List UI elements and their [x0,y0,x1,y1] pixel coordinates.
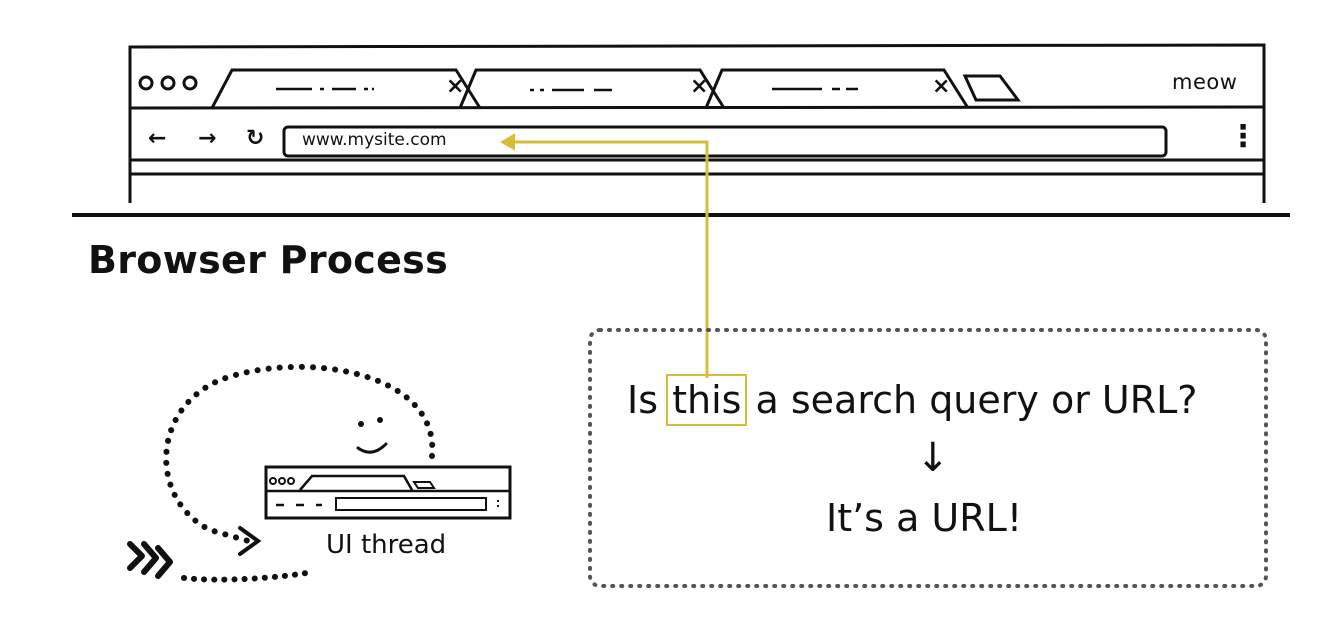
task-chevrons-icon [127,541,173,579]
reload-icon[interactable]: ↻ [246,126,265,151]
question-highlight: this [666,374,748,426]
question-pre: Is [627,378,671,422]
window-dot-2 [160,75,176,91]
section-heading: Browser Process [88,238,449,282]
down-arrow-icon: ↓ [916,435,950,481]
ui-thread-label: UI thread [326,530,447,560]
decision-answer: It’s a URL! [826,496,1023,540]
address-bar-value[interactable]: www.mysite.com [302,130,447,150]
connector-line [514,140,709,378]
tab-1-close-icon[interactable]: × [446,74,465,99]
tab-2[interactable] [458,68,726,109]
profile-label: meow [1172,70,1238,94]
browser-menu-icon[interactable]: ⋮ [1228,119,1258,154]
loop-arrowhead [238,526,262,556]
decision-question: Is this a search query or URL? [627,374,1198,426]
question-post: a search query or URL? [743,378,1198,422]
connector-arrowhead [500,133,515,151]
face-eye-right [377,417,383,423]
face-eye-left [358,421,364,427]
task-queue-path [181,569,315,583]
ui-thread-browser-icon [264,465,512,520]
window-dot-1 [138,75,154,91]
window-dot-3 [182,75,198,91]
tab-3-close-icon[interactable]: × [932,74,951,99]
tab-3[interactable] [704,68,970,109]
face-smile [356,442,388,454]
back-arrow-icon[interactable]: ← [148,126,167,151]
new-tab-button[interactable] [962,74,1021,102]
tab-2-close-icon[interactable]: × [690,74,709,99]
event-loop-path [163,363,436,545]
forward-arrow-icon[interactable]: → [198,126,217,151]
decision-box [588,328,1268,588]
window-frame [128,43,1266,203]
address-bar[interactable] [282,125,1168,158]
